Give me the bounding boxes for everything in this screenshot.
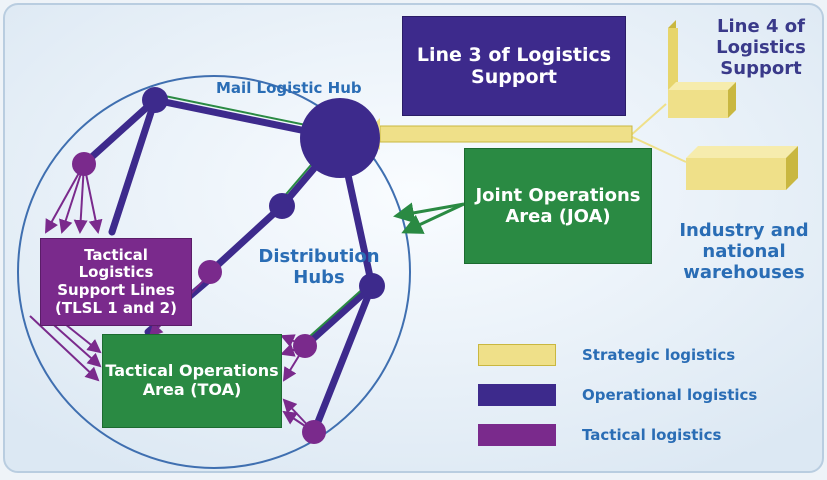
- main-hub-node: [300, 98, 380, 178]
- tactical-node-center: [198, 260, 222, 284]
- operational-node-north: [142, 87, 168, 113]
- tlsl-box: Tactical Logistics Support Lines (TLSL 1…: [40, 238, 192, 326]
- distribution-node-2: [359, 273, 385, 299]
- strategic-link-line4: [629, 103, 667, 137]
- joa-label: Joint Operations Area (JOA): [475, 184, 641, 227]
- tactical-node-east: [293, 334, 317, 358]
- legend-operational: Operational logistics: [478, 384, 757, 406]
- theater-circle: [17, 75, 411, 469]
- legend-swatch-strategic: [478, 344, 556, 366]
- strategic-link-industry: [629, 135, 687, 163]
- legend-strategic: Strategic logistics: [478, 344, 735, 366]
- tactical-node-south: [302, 420, 326, 444]
- legend-tactical: Tactical logistics: [478, 424, 721, 446]
- tlsl-label: Tactical Logistics Support Lines (TLSL 1…: [55, 245, 177, 317]
- distribution-node-1: [269, 193, 295, 219]
- distribution-label: Distribution Hubs: [258, 246, 380, 289]
- joa-box: Joint Operations Area (JOA): [464, 148, 652, 264]
- toa-box: Tactical Operations Area (TOA): [102, 334, 282, 428]
- toa-label: Tactical Operations Area (TOA): [105, 361, 279, 399]
- legend-label-tactical: Tactical logistics: [582, 426, 722, 444]
- legend-label-operational: Operational logistics: [582, 386, 758, 404]
- joa-arrows: [393, 202, 465, 234]
- line4-label: Line 4 of Logistics Support: [716, 16, 806, 80]
- industry-label: Industry and national warehouses: [679, 220, 809, 284]
- line3-box: Line 3 of Logistics Support: [402, 16, 626, 116]
- legend-swatch-tactical: [478, 424, 556, 446]
- line3-label: Line 3 of Logistics Support: [416, 43, 612, 88]
- legend-label-strategic: Strategic logistics: [582, 346, 736, 364]
- main-hub-label: Mail Logistic Hub: [216, 79, 362, 97]
- industry-warehouse-block: [686, 146, 798, 190]
- line4-warehouse-block: [668, 20, 736, 118]
- tactical-node-west: [72, 152, 96, 176]
- legend-swatch-operational: [478, 384, 556, 406]
- strategic-supply-bar: [379, 125, 633, 143]
